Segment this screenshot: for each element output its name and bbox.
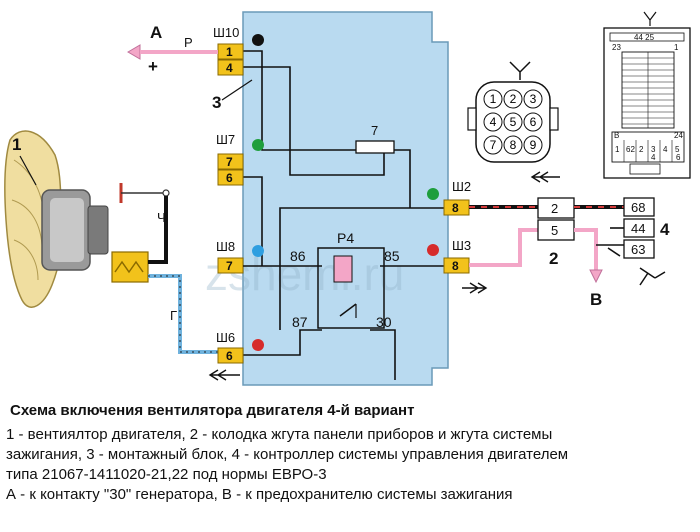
point-a: А + Р	[127, 23, 218, 76]
caption-title: Схема включения вентилятора двигателя 4-…	[10, 402, 415, 419]
callout-2: 2	[549, 249, 558, 268]
point-a-sign: +	[148, 57, 158, 76]
svg-text:В: В	[614, 131, 619, 140]
mounting-block	[242, 11, 449, 386]
svg-text:9: 9	[530, 138, 537, 152]
svg-text:3: 3	[651, 145, 656, 154]
caption-line: 1 - вентиялтор двигателя, 2 - колодка жг…	[6, 426, 553, 443]
caption-line: типа 21067-1411020-21,22 под нормы ЕВРО-…	[6, 466, 327, 483]
svg-text:44: 44	[631, 221, 645, 236]
relay-terminal-87: 87	[292, 314, 308, 330]
pin-sh10: Ш10 1 4	[213, 25, 264, 76]
wire-label-p: Р	[184, 35, 193, 50]
svg-text:6: 6	[226, 171, 233, 185]
pin-sh3-label: Ш3	[452, 238, 471, 253]
fuse-label: 7	[371, 123, 378, 138]
wire-label-ch: Ч	[157, 210, 166, 225]
pad-connector-2: 2 5 2	[537, 197, 575, 268]
ground-symbol	[119, 183, 170, 203]
svg-text:5: 5	[510, 115, 517, 129]
relay-p4: Р4 86 85 87 30	[290, 230, 400, 330]
ground-mark-left	[208, 369, 240, 381]
svg-text:6: 6	[530, 115, 537, 129]
point-v-label: В	[590, 290, 602, 309]
ground-mark-top	[530, 171, 560, 183]
controller-connector-view: 44 25 23 1 В 24 1 62 2 3 4 5 4 6	[603, 11, 691, 179]
svg-text:2: 2	[639, 145, 644, 154]
relay-label: Р4	[337, 230, 354, 246]
svg-text:4: 4	[651, 153, 656, 162]
engine-fan	[4, 130, 109, 308]
relay-terminal-86: 86	[290, 248, 306, 264]
svg-text:6: 6	[676, 153, 681, 162]
svg-text:1: 1	[674, 43, 679, 52]
ground-mark-right	[462, 282, 488, 294]
pin-sh7-label: Ш7	[216, 132, 235, 147]
callout-4: 4	[660, 220, 670, 239]
pin-sh8: Ш8 7	[216, 239, 264, 274]
svg-text:8: 8	[452, 259, 459, 273]
pin-sh10-label: Ш10	[213, 25, 239, 40]
svg-text:63: 63	[631, 242, 645, 257]
round-connector: 1 2 3 4 5 6 7 8 9	[467, 61, 559, 163]
svg-text:68: 68	[631, 200, 645, 215]
svg-text:24: 24	[674, 131, 683, 140]
svg-text:23: 23	[612, 43, 621, 52]
svg-text:8: 8	[510, 138, 517, 152]
pin-sh6: Ш6 6	[216, 330, 264, 364]
svg-text:8: 8	[452, 201, 459, 215]
svg-text:6: 6	[226, 349, 233, 363]
wire-label-g: Г	[170, 308, 177, 323]
caption-line: А - к контакту "30" генератора, В - к пр…	[6, 486, 513, 503]
controller-connector-4: 68 44 63 4	[623, 197, 670, 286]
svg-text:2: 2	[551, 201, 558, 216]
svg-text:1: 1	[490, 92, 497, 106]
svg-text:5: 5	[675, 145, 680, 154]
relay-terminal-85: 85	[384, 248, 400, 264]
svg-text:2: 2	[510, 92, 517, 106]
internal-wiring	[243, 50, 444, 380]
pin-sh6-label: Ш6	[216, 330, 235, 345]
point-a-label: А	[150, 23, 162, 42]
fan-connector	[111, 251, 149, 283]
svg-text:62: 62	[626, 145, 635, 154]
watermark: zshemi.ru	[205, 248, 404, 300]
svg-text:4: 4	[226, 61, 233, 75]
caption-line: зажигания, 3 - монтажный блок, 4 - контр…	[6, 446, 569, 463]
svg-text:4: 4	[663, 145, 668, 154]
svg-text:1: 1	[226, 45, 233, 59]
pin-sh7: Ш7 7 6	[216, 132, 264, 186]
svg-text:44 25: 44 25	[634, 33, 655, 42]
round-connector-pins: 1 2 3 4 5 6 7 8 9	[483, 89, 543, 155]
pin-sh2-label: Ш2	[452, 179, 471, 194]
svg-text:7: 7	[490, 138, 497, 152]
pin-sh8-label: Ш8	[216, 239, 235, 254]
svg-text:7: 7	[226, 155, 233, 169]
relay-terminal-30: 30	[376, 314, 392, 330]
fuse-7: 7	[355, 123, 395, 154]
pin-sh3: Ш3 8	[427, 238, 471, 274]
callout-3: 3	[212, 93, 221, 112]
fan-wiring-diagram: zshemi.ru Ч Г 1 7	[4, 11, 691, 386]
callout-1: 1	[12, 135, 21, 154]
svg-text:4: 4	[490, 115, 497, 129]
svg-text:5: 5	[551, 223, 558, 238]
svg-text:7: 7	[226, 259, 233, 273]
diagram-caption: Схема включения вентилятора двигателя 4-…	[6, 402, 696, 505]
svg-text:3: 3	[530, 92, 537, 106]
svg-text:1: 1	[615, 145, 620, 154]
